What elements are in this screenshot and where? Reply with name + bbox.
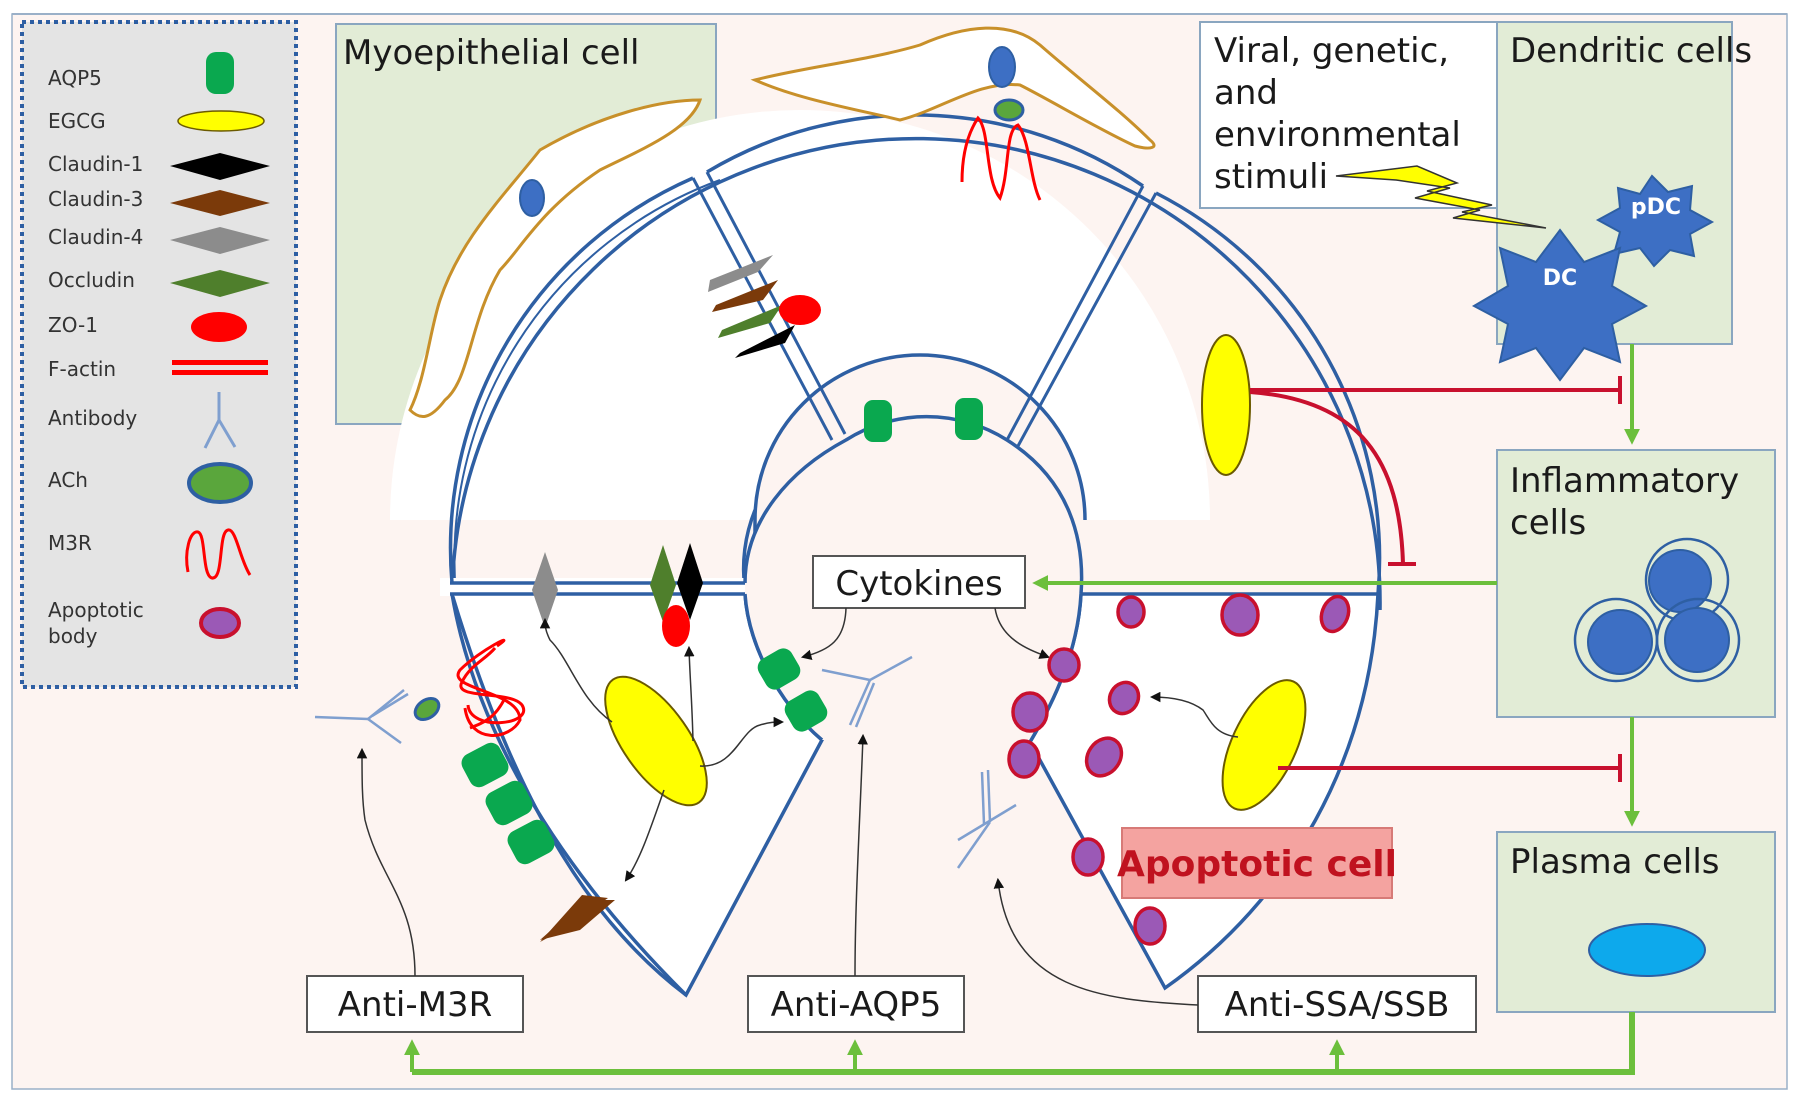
cell-border-left xyxy=(691,171,847,441)
stimuli-label-line4: stimuli xyxy=(1214,157,1328,197)
inhibit-cytokines-arrow xyxy=(1249,390,1405,565)
aqp5-lower-left-chain xyxy=(461,742,555,865)
egcg-effect-arrows-lower-left xyxy=(539,617,785,882)
aqp5-lumen-lower xyxy=(757,648,828,732)
antibody-aqp5 xyxy=(821,655,913,728)
legend-label-zo-1: ZO-1 xyxy=(48,313,98,337)
anti-aqp5-label: Anti-AQP5 xyxy=(771,985,942,1025)
occludin-horizontal xyxy=(650,545,676,622)
myoepithelial-label: Myoepithelial cell xyxy=(343,33,640,73)
stimuli-label-line2: and xyxy=(1214,73,1278,113)
legend: AQP5 EGCG Claudin-1 Claudin-3 Claudin-4 … xyxy=(20,20,298,689)
apoptotic-cell-label-box xyxy=(1121,827,1393,899)
legend-box xyxy=(20,20,298,689)
m3r-top xyxy=(960,115,1042,201)
claudin3-diamond-icon xyxy=(170,190,270,216)
autoantibody-target-arrows xyxy=(356,733,1199,1006)
acinus-outer-membrane xyxy=(450,136,1382,611)
m3r-lower-left xyxy=(456,638,522,737)
m3r-squiggle-icon xyxy=(185,528,252,580)
apoptotic-cell-label: Apoptotic cell xyxy=(1117,844,1397,885)
ach-lower-left xyxy=(413,697,441,721)
aqp5-cylinder-icon xyxy=(206,52,234,94)
zo1-ellipse-icon xyxy=(191,312,247,342)
egcg-lower-left xyxy=(604,675,708,807)
anti-aqp5-box xyxy=(747,975,965,1033)
plasma-cells-panel xyxy=(1496,831,1776,1013)
dc-cell: DC xyxy=(1471,228,1649,382)
factin-double-line-icon xyxy=(172,360,268,375)
inflammatory-cells-icon xyxy=(1573,537,1741,683)
legend-label-ach: ACh xyxy=(48,468,88,492)
myoepithelial-nucleus-top xyxy=(988,46,1016,88)
myoepithelial-cell-top xyxy=(750,26,1156,150)
inflammatory-cells-label-line2: cells xyxy=(1510,503,1586,543)
dendritic-cells-label: Dendritic cells xyxy=(1510,31,1752,71)
activation-arrows xyxy=(404,344,1640,1075)
legend-label-occludin: Occludin xyxy=(48,268,135,292)
pdc-cell: pDC xyxy=(1595,174,1715,268)
claudin4-diamond-icon xyxy=(170,227,270,254)
anti-m3r-label: Anti-M3R xyxy=(338,985,492,1025)
legend-label-m3r: M3R xyxy=(48,531,92,555)
anti-ssa-ssb-label: Anti-SSA/SSB xyxy=(1225,985,1450,1025)
aqp5-lumen-right xyxy=(955,398,983,440)
apoptotic-bodies xyxy=(1007,593,1351,946)
inflammatory-cells-label-line1: Inflammatory xyxy=(1510,461,1739,501)
cytokine-effect-arrows xyxy=(800,607,1050,660)
plasma-cell-icon xyxy=(1588,923,1706,977)
aqp5-lumen-left xyxy=(864,400,892,442)
lumen-membrane xyxy=(753,353,1087,590)
legend-label-apoptotic-body-line1: Apoptotic xyxy=(48,598,144,622)
egcg-ellipse-icon xyxy=(177,110,265,132)
legend-label-claudin-1: Claudin-1 xyxy=(48,152,143,176)
anti-ssa-ssb-box xyxy=(1197,975,1477,1033)
legend-label-apoptotic-body-line2: body xyxy=(48,624,98,648)
anti-m3r-box xyxy=(306,975,524,1033)
antibody-ssa-ssb xyxy=(956,769,1017,869)
legend-label-claudin-4: Claudin-4 xyxy=(48,225,143,249)
claudin1-diamond-icon xyxy=(170,153,270,180)
legend-label-f-actin: F-actin xyxy=(48,357,116,381)
legend-label-antibody: Antibody xyxy=(48,406,137,430)
dc-label: DC xyxy=(1543,266,1577,291)
pdc-label: pDC xyxy=(1631,195,1681,220)
zo1-horizontal xyxy=(662,605,690,647)
egcg-apoptotic-arrow xyxy=(1149,691,1239,738)
cell-border-right xyxy=(1005,185,1158,447)
antibody-m3r xyxy=(314,689,409,745)
stimuli-label-line1: Viral, genetic, xyxy=(1214,31,1449,71)
tight-junction-upper xyxy=(708,255,821,358)
lumen-outline xyxy=(743,414,1084,595)
ach-ellipse-icon xyxy=(187,462,253,504)
cytokines-box xyxy=(812,555,1026,609)
egcg-apoptotic xyxy=(1221,679,1307,811)
plasma-cells-label: Plasma cells xyxy=(1510,842,1719,882)
inhibition-arrows xyxy=(1249,376,1622,782)
antibody-y-icon xyxy=(203,392,237,449)
cytokines-label: Cytokines xyxy=(835,564,1002,604)
claudin1-horizontal xyxy=(677,543,703,620)
legend-label-claudin-3: Claudin-3 xyxy=(48,187,143,211)
egcg-upper-right xyxy=(1201,334,1251,476)
claudin4-horizontal xyxy=(532,552,558,628)
myoepithelial-nucleus-left xyxy=(519,179,545,217)
legend-label-egcg: EGCG xyxy=(48,109,106,133)
legend-label-aqp5: AQP5 xyxy=(48,66,102,90)
ach-top xyxy=(993,98,1025,122)
occludin-diamond-icon xyxy=(170,270,270,297)
stimuli-label-line3: environmental xyxy=(1214,115,1461,155)
lightning-bolt-icon xyxy=(1335,165,1547,229)
myoepithelial-cell-left xyxy=(408,98,703,419)
arrow-plasma-to-antibodies xyxy=(412,1012,1635,1075)
apoptotic-body-icon xyxy=(199,607,241,639)
